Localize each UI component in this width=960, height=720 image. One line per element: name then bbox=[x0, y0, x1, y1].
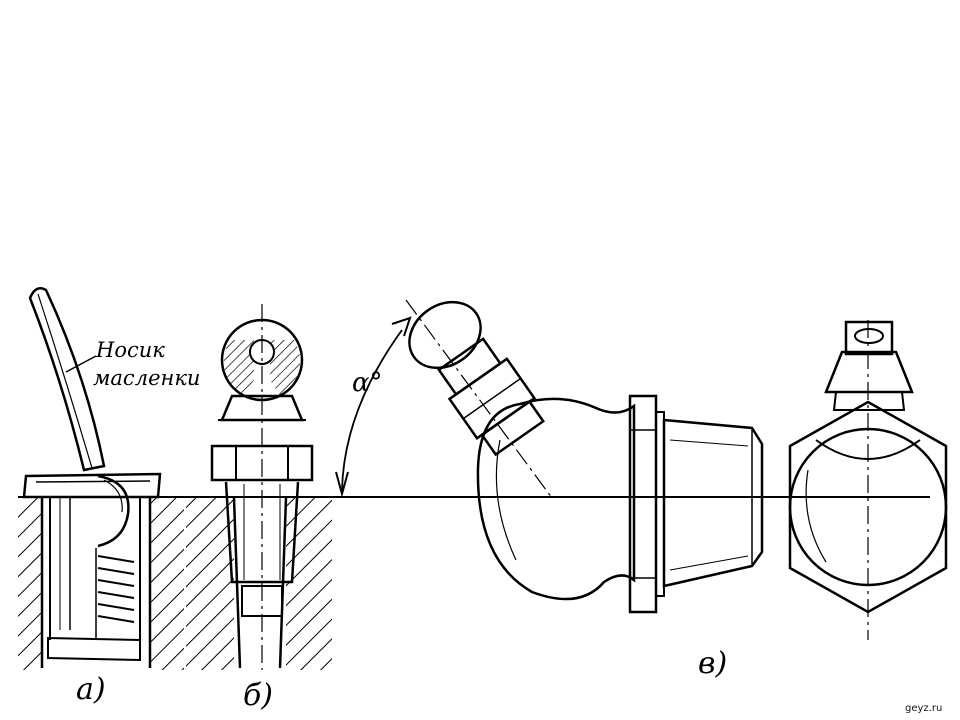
figure-v-end-view bbox=[788, 320, 948, 640]
angle-label: α° bbox=[352, 368, 383, 398]
figure-label-v: в) bbox=[698, 646, 728, 681]
figure-a-ball-oiler bbox=[18, 287, 184, 670]
callout-nozzle-line2: масленки bbox=[93, 366, 201, 390]
figure-label-a: а) bbox=[76, 672, 106, 707]
angle-indicator bbox=[335, 316, 412, 498]
callout-nozzle-line1: Носик bbox=[96, 338, 165, 362]
figure-label-b: б) bbox=[243, 678, 274, 713]
figure-b-grease-nipple bbox=[186, 304, 332, 670]
figure-v-angled-fitting bbox=[405, 299, 764, 614]
watermark: geyz.ru bbox=[905, 703, 943, 714]
